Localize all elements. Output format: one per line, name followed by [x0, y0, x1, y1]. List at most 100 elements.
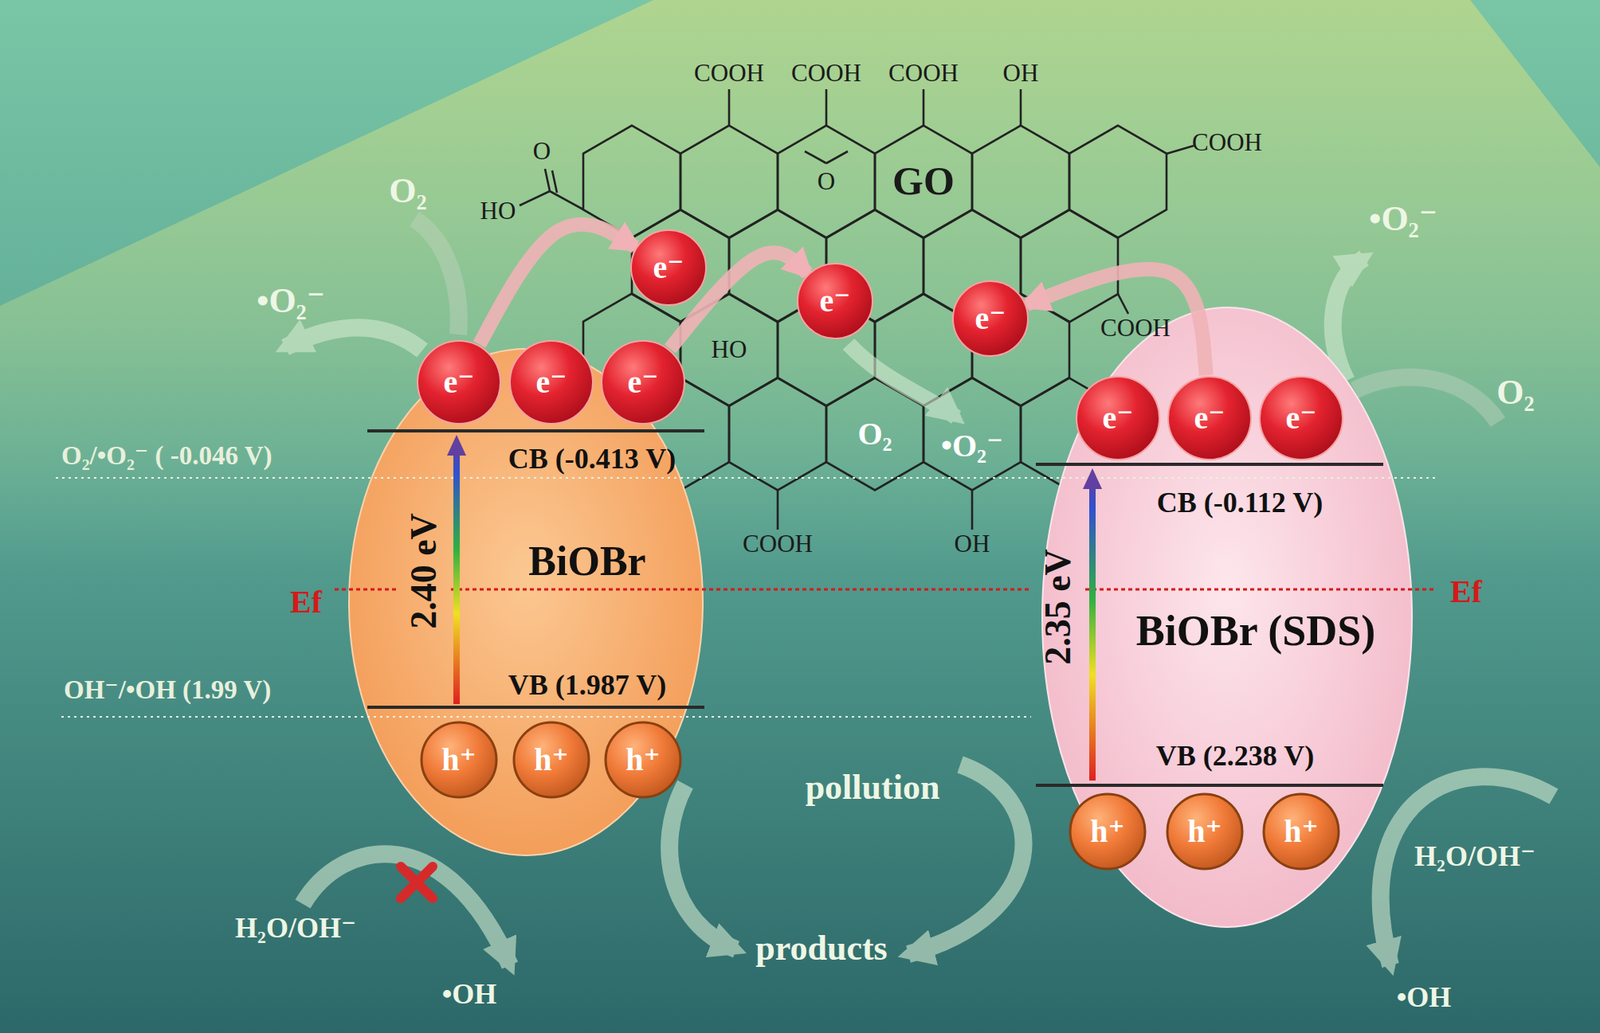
node-outline [421, 722, 497, 798]
carbon-ring [680, 294, 778, 407]
node-outline [1076, 376, 1160, 460]
semiconductor-band: CB (-0.413 V)2.40 eVBiOBrEfVB (1.987 V)e… [347, 347, 705, 858]
electron-circle: e⁻ [508, 339, 595, 426]
band-gap-arrow [1082, 468, 1102, 490]
node-outline [509, 341, 593, 424]
species-label: •O₂⁻ [1368, 199, 1438, 240]
reaction-arrows [669, 784, 737, 950]
electron-circle: e⁻ [1258, 375, 1345, 462]
electron-symbol: e⁻ [1194, 400, 1226, 437]
node-outline [1070, 794, 1146, 870]
node-outline [1259, 376, 1343, 460]
carbon-ring [972, 125, 1070, 239]
reaction-arrow [848, 344, 957, 418]
carbon-ring [1069, 125, 1167, 239]
band-edge-label: CB (-0.112 V) [1156, 486, 1323, 520]
fermi-level-line [334, 588, 1435, 592]
electron-circle: e⁻ [796, 262, 875, 341]
reaction-arrow [302, 854, 510, 966]
carbon-ring [923, 378, 1021, 491]
species-label: •O₂⁻ [256, 281, 326, 322]
carbon-ring [680, 125, 778, 239]
reaction-arrows [414, 219, 459, 335]
hole-circle: h⁺ [512, 721, 591, 800]
node-outline [601, 341, 685, 424]
semiconductor-band: CB (-0.112 V)2.35 eVBiOBr (SDS)EfVB (2.2… [1040, 305, 1414, 930]
substituent-bond [729, 89, 1021, 126]
substituent-bond [1166, 145, 1194, 154]
node-outline [349, 349, 703, 856]
node-outline [1168, 376, 1251, 460]
substituent-bond [1117, 294, 1129, 314]
species-label: H₂O/OH⁻ [1414, 840, 1536, 874]
carbon-ring [729, 378, 827, 491]
electron-symbol: e⁻ [975, 300, 1007, 338]
reaction-arrows [285, 327, 423, 351]
functional-group: COOH [1192, 128, 1263, 157]
electron-transfer-arrow [479, 224, 636, 346]
band-edge-label: CB (-0.413 V) [508, 443, 676, 476]
node-outline [605, 722, 681, 798]
band-edge-line [367, 431, 1384, 786]
hole-symbol: h⁺ [1090, 813, 1125, 851]
fermi-level-label: Ef [290, 584, 322, 621]
species-label: •O₂⁻ [941, 427, 1004, 465]
functional-group: COOH [1100, 313, 1171, 343]
electron-symbol: e⁻ [1102, 400, 1134, 437]
node-outline [797, 263, 873, 339]
functional-group: HO [711, 335, 748, 365]
hole-circle: h⁺ [419, 721, 499, 800]
electron-symbol: e⁻ [536, 364, 568, 401]
potential-line [55, 477, 1440, 479]
electron-symbol: e⁻ [443, 364, 475, 401]
electron-circle: e⁻ [600, 339, 687, 426]
node-outline [952, 281, 1028, 357]
functional-group: OH [954, 529, 991, 559]
band-edge-line [367, 431, 705, 708]
functional-group: O [533, 137, 551, 166]
reaction-arrows [848, 344, 957, 418]
node-outline [1167, 794, 1243, 870]
hole-circle: h⁺ [1262, 792, 1341, 871]
reaction-arrow [285, 327, 423, 351]
carbon-ring [777, 125, 875, 239]
electron-circle: e⁻ [1074, 375, 1161, 462]
hole-symbol: h⁺ [441, 741, 476, 779]
functional-group: O [817, 167, 836, 197]
band-gap-label: 2.35 eV [1037, 549, 1080, 666]
electron-symbol: e⁻ [653, 249, 685, 287]
electron-symbol: e⁻ [819, 282, 851, 320]
hole-circle: h⁺ [1165, 792, 1244, 871]
electron-circle: e⁻ [951, 279, 1030, 358]
species-label: O₂ [857, 415, 892, 453]
species-label: •OH [1396, 981, 1452, 1015]
band-gap-label: 2.40 eV [403, 513, 446, 630]
band-gap-arrow [1089, 487, 1096, 781]
functional-group: COOH [791, 58, 862, 88]
functional-group: OH [1003, 58, 1040, 88]
carbon-ring [826, 378, 924, 491]
electron-circle: e⁻ [1166, 375, 1253, 462]
band-edge-label: VB (2.238 V) [1156, 740, 1314, 773]
reaction-arrow [1333, 258, 1365, 381]
potential-line [55, 478, 1440, 718]
reaction-arrow [669, 784, 737, 950]
reaction-arrows [1380, 776, 1554, 966]
reaction-arc [1354, 377, 1499, 423]
electron-circle: e⁻ [629, 228, 708, 307]
hole-circle: h⁺ [603, 721, 683, 800]
potential-label: OH⁻/•OH (1.99 V) [63, 675, 271, 706]
hole-circle: h⁺ [1068, 792, 1147, 871]
electron-transfer-arrow [670, 252, 808, 350]
band-edge-label: VB (1.987 V) [508, 669, 667, 702]
species-label: O₂ [388, 171, 427, 212]
node-outline [513, 722, 589, 798]
functional-group: COOH [742, 529, 813, 559]
hole-symbol: h⁺ [1187, 813, 1222, 851]
band-gap-arrow [447, 435, 467, 456]
material-name: BiOBr [528, 537, 646, 586]
material-name: GO [892, 158, 955, 205]
reaction-arrow [1380, 776, 1554, 966]
functional-group: COOH [888, 58, 959, 88]
